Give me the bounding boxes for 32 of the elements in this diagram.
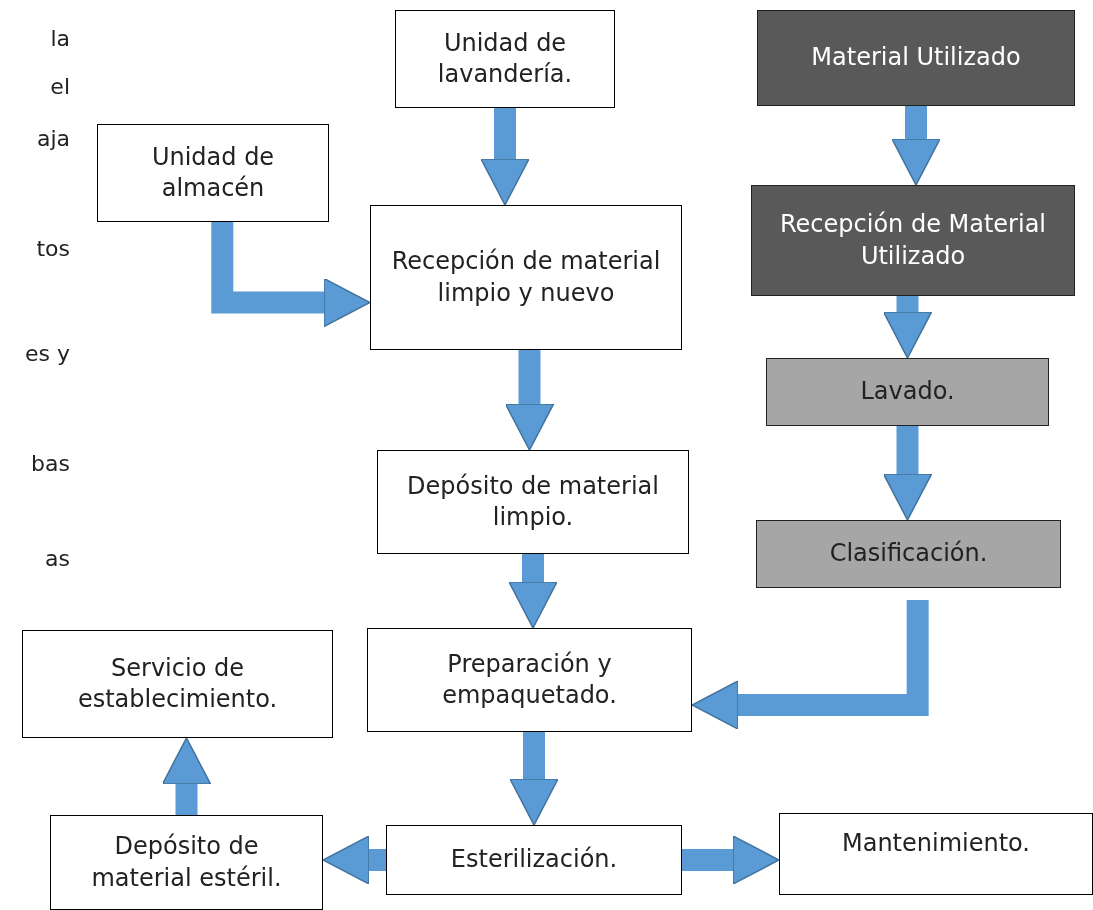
process-box: Depósito de material limpio. (377, 450, 689, 554)
process-box: Clasificación. (756, 520, 1061, 588)
block-arrow (882, 426, 933, 521)
process-box: Lavado. (766, 358, 1049, 426)
text-fragment: es y (25, 341, 70, 366)
text-fragment: as (45, 546, 70, 571)
process-box: Unidad de almacén (97, 124, 329, 222)
text-fragment: tos (36, 236, 70, 261)
block-arrow (504, 350, 555, 451)
block-arrow (211, 222, 371, 328)
process-box: Depósito de material estéril. (50, 815, 323, 910)
block-arrow (480, 108, 530, 206)
block-arrow (882, 296, 933, 359)
block-arrow (509, 732, 559, 826)
process-box: Esterilización. (386, 825, 682, 895)
text-fragment: el (50, 74, 70, 99)
process-box: Preparación y empaquetado. (367, 628, 692, 732)
block-arrow (682, 835, 780, 885)
block-arrow (508, 554, 558, 629)
block-arrow (161, 737, 212, 815)
block-arrow (691, 600, 929, 730)
block-arrow (891, 106, 941, 186)
process-box: Mantenimiento. (779, 813, 1093, 895)
text-fragment: bas (31, 451, 70, 476)
block-arrow (322, 835, 386, 885)
text-fragment: aja (36, 126, 70, 151)
process-box: Recepción de Material Utilizado (751, 185, 1075, 296)
process-box: Unidad de lavandería. (395, 10, 615, 108)
process-box: Recepción de material limpio y nuevo (370, 205, 682, 350)
process-box: Material Utilizado (757, 10, 1075, 106)
process-box: Servicio de establecimiento. (22, 630, 333, 738)
text-fragment: la (50, 26, 70, 51)
